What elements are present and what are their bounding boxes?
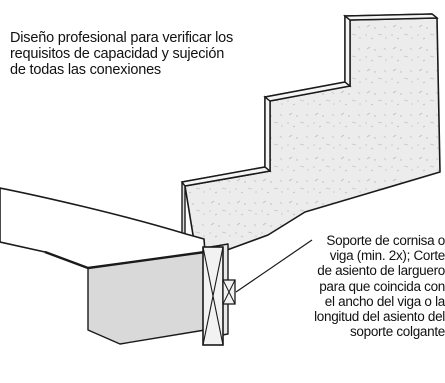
leader-line — [235, 239, 313, 293]
support-note-line: el ancho del viga o la — [324, 293, 445, 309]
stair-riser-2 — [264, 95, 271, 173]
stringer-seat-cross — [222, 279, 236, 305]
design-note: Diseño profesional para verificar los re… — [10, 30, 280, 78]
design-note-line: requisitos de capacidad y sujeción — [10, 46, 225, 62]
design-note-line: de todas las conexiones — [10, 62, 161, 78]
support-note: Soporte de cornisa o viga (min. 2x); Cor… — [275, 233, 445, 339]
stair-tread-top-3 — [343, 13, 439, 21]
support-note-line: viga (min. 2x); Corte — [329, 248, 445, 264]
support-note-line: para que coincida con — [319, 278, 445, 294]
support-note-line: soporte colgante — [349, 324, 445, 340]
support-note-line: Soporte de cornisa o — [326, 233, 445, 248]
support-block-cross — [202, 246, 224, 346]
design-note-line: Diseño profesional para verificar los — [10, 30, 234, 46]
support-note-line: de asiento de larguero — [317, 263, 445, 279]
stair-riser-3 — [344, 14, 351, 88]
support-note-line: longitud del asiento del — [314, 309, 445, 325]
